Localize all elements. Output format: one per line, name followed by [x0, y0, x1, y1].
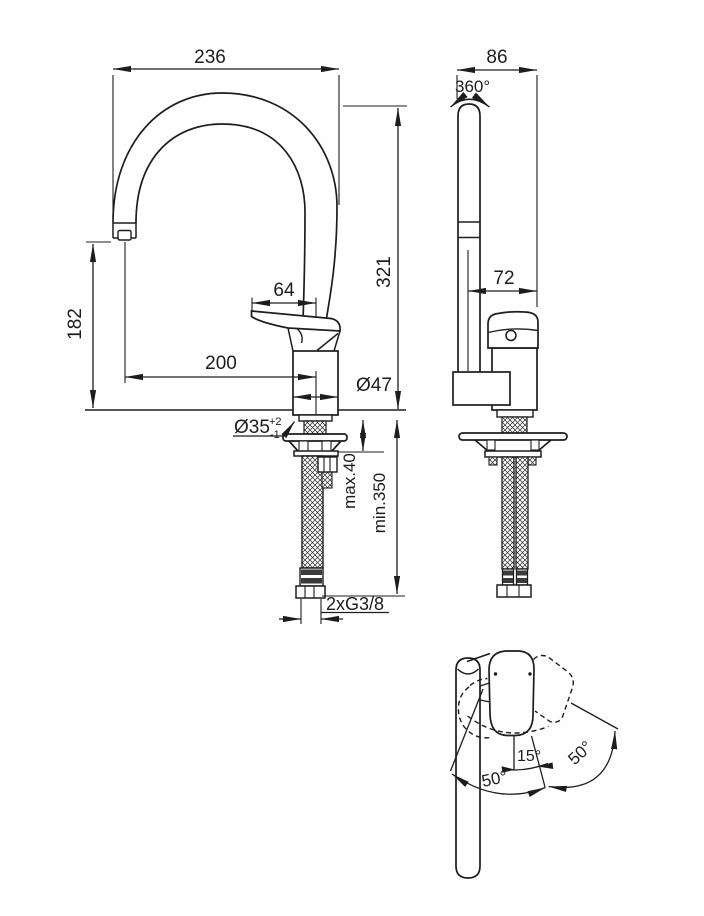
handle-swing-phantom — [457, 654, 575, 739]
front-view — [85, 92, 406, 599]
spout-holder-block — [452, 371, 511, 406]
lever-handle-front — [250, 310, 341, 352]
hose-end-nut — [295, 585, 326, 599]
side-view-labels: 86 360° 72 — [455, 47, 515, 289]
dim-depth: 86 — [486, 47, 507, 68]
spout-gooseneck — [112, 92, 338, 322]
angle-50-left-arc — [451, 773, 546, 798]
dim-hose-length: min.350 — [370, 473, 389, 533]
dim-angle-right: 50° — [564, 737, 596, 768]
handle-dot — [505, 329, 517, 342]
top-view — [455, 650, 575, 879]
dim-outlet-height: 182 — [65, 308, 86, 340]
front-view-labels: 236 321 182 200 64 Ø47 Ø35 +2 -1 max.40 … — [65, 47, 395, 614]
dim-spout-height: 321 — [374, 256, 395, 288]
dim-hole-diameter: Ø35 — [234, 417, 270, 438]
dim-hose-connection: 2xG3/8 — [326, 594, 384, 614]
dim-handle-offset: 72 — [493, 268, 514, 289]
front-view-dimensions — [86, 65, 407, 624]
dim-deck-thickness: max.40 — [340, 453, 359, 509]
dim-hole-tol-lower: -1 — [270, 429, 280, 441]
second-hose-nut — [317, 456, 338, 473]
swivel-arrow — [450, 91, 490, 108]
side-view — [452, 103, 568, 598]
spout-tube-top — [455, 657, 481, 879]
top-view-labels: 15° 50° 50° — [480, 737, 596, 791]
angle-50-right-arc — [548, 730, 618, 792]
dim-swivel: 360° — [455, 77, 490, 96]
dim-lever-length: 64 — [273, 280, 295, 301]
dim-outlet-reach: 200 — [205, 353, 237, 374]
top-view-dimensions — [449, 688, 619, 798]
aerator-nozzle — [117, 229, 132, 241]
side-view-dimensions — [450, 66, 538, 371]
supply-hoses-side — [496, 456, 532, 598]
dim-hole-tol-upper: +2 — [269, 416, 282, 428]
dim-angle-left: 50° — [480, 767, 509, 791]
dim-spout-reach: 236 — [194, 47, 226, 68]
dim-body-diameter: Ø47 — [356, 375, 392, 396]
escutcheon-plate — [458, 432, 568, 441]
handle-top-view — [488, 650, 535, 737]
supply-hose-front — [295, 455, 338, 599]
threaded-shank — [303, 420, 327, 435]
mounting-set-side — [458, 409, 568, 466]
lever-handle-side — [487, 310, 539, 349]
mounting-set-front — [282, 414, 348, 457]
dim-angle-mid: 15° — [517, 748, 541, 765]
